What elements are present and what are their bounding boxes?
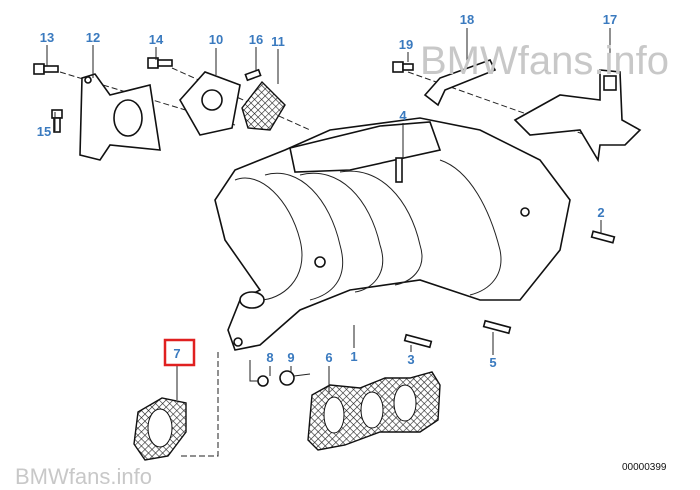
nut-9 — [279, 370, 295, 386]
part-number: 00000399 — [622, 462, 667, 473]
callout-10[interactable]: 10 — [209, 32, 223, 47]
bolt-14 — [147, 57, 173, 69]
callout-13[interactable]: 13 — [40, 30, 54, 45]
bolt-13 — [33, 63, 59, 75]
bracket-17-slot — [603, 75, 617, 91]
stud-4 — [395, 157, 403, 183]
callout-15[interactable]: 15 — [37, 124, 51, 139]
callout-14[interactable]: 14 — [149, 32, 164, 47]
callout-2[interactable]: 2 — [597, 205, 604, 220]
callout-7[interactable]: 7 — [173, 346, 180, 361]
part-10-flange — [179, 71, 241, 136]
bracket-18 — [423, 59, 497, 107]
gasket-11 — [241, 80, 286, 131]
watermark-bottom: BMWfans.info — [15, 464, 152, 489]
bolt-15 — [51, 109, 63, 133]
callout-8[interactable]: 8 — [266, 350, 273, 365]
washer-8 — [257, 375, 269, 387]
callout-17[interactable]: 17 — [603, 12, 617, 27]
bolt-19 — [392, 61, 414, 73]
pin-16 — [244, 68, 262, 82]
part-1-exhaust-manifold — [214, 117, 571, 351]
callout-6[interactable]: 6 — [325, 350, 332, 365]
callout-1[interactable]: 1 — [350, 349, 357, 364]
callout-4[interactable]: 4 — [399, 108, 407, 123]
bracket-17 — [513, 69, 642, 163]
part-12-bracket — [79, 73, 161, 161]
callout-3[interactable]: 3 — [407, 352, 414, 367]
stud-2 — [590, 230, 616, 244]
callout-5[interactable]: 5 — [489, 355, 496, 370]
callout-9[interactable]: 9 — [287, 350, 294, 365]
stud-3 — [403, 333, 433, 349]
stud-5 — [482, 319, 512, 335]
callout-16[interactable]: 16 — [249, 32, 263, 47]
watermark-top: BMWfans.info — [420, 39, 669, 83]
callout-12[interactable]: 12 — [86, 30, 100, 45]
highlight-box-7 — [163, 338, 196, 367]
callout-19[interactable]: 19 — [399, 37, 413, 52]
callout-11[interactable]: 11 — [271, 34, 285, 49]
callout-18[interactable]: 18 — [460, 12, 474, 27]
